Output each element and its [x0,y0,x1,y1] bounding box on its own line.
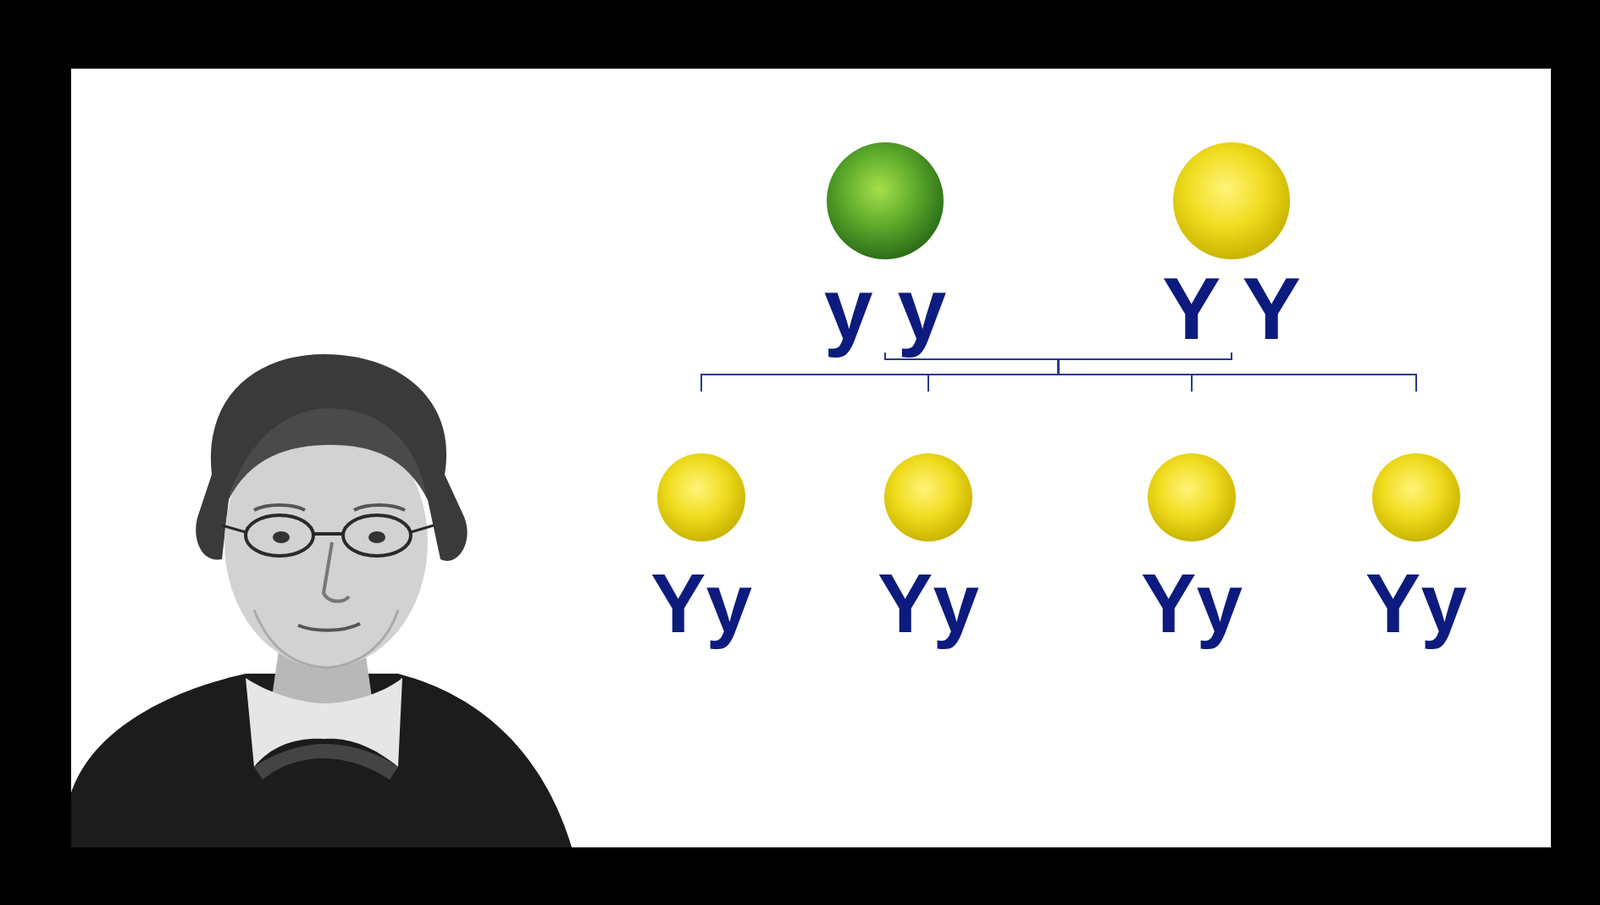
offspring-pea: Yy [647,391,756,645]
cross-bracket-line [885,352,1417,392]
genotype-label: Yy [874,561,983,645]
genotype-label: Yy [647,561,756,645]
yellow-pea [1171,140,1292,261]
offspring-pea: Yy [1137,391,1246,645]
genotype-label: y y [820,264,951,353]
cross-bracket-line [885,352,1192,392]
parent-pea: Y Y [1158,140,1305,353]
genotype-label: Yy [1361,561,1471,645]
parent-pea: y y [820,140,951,353]
yellow-pea [657,453,746,542]
mendel-portrait [71,354,572,848]
green-pea [826,142,944,260]
yellow-pea [884,453,973,542]
yellow-pea [1147,453,1236,542]
offspring-pea: Yy [1361,391,1471,645]
cross-bracket-line [1058,352,1233,392]
genotype-label: Y Y [1158,264,1305,353]
yellow-pea [1173,142,1290,260]
cross-bracket-line [928,352,1232,392]
yellow-pea [1370,451,1462,543]
cross-bracket-line [701,352,1232,392]
genotype-label: Yy [1137,561,1246,645]
green-pea [824,140,946,261]
yellow-pea [882,451,975,543]
cross-bracket-line [885,352,1059,392]
yellow-pea [1146,451,1238,543]
yellow-pea [1372,453,1461,542]
yellow-pea [655,451,748,543]
offspring-pea: Yy [874,391,983,645]
cross-bracket-line [701,352,1059,392]
cross-bracket-line [1058,352,1418,392]
